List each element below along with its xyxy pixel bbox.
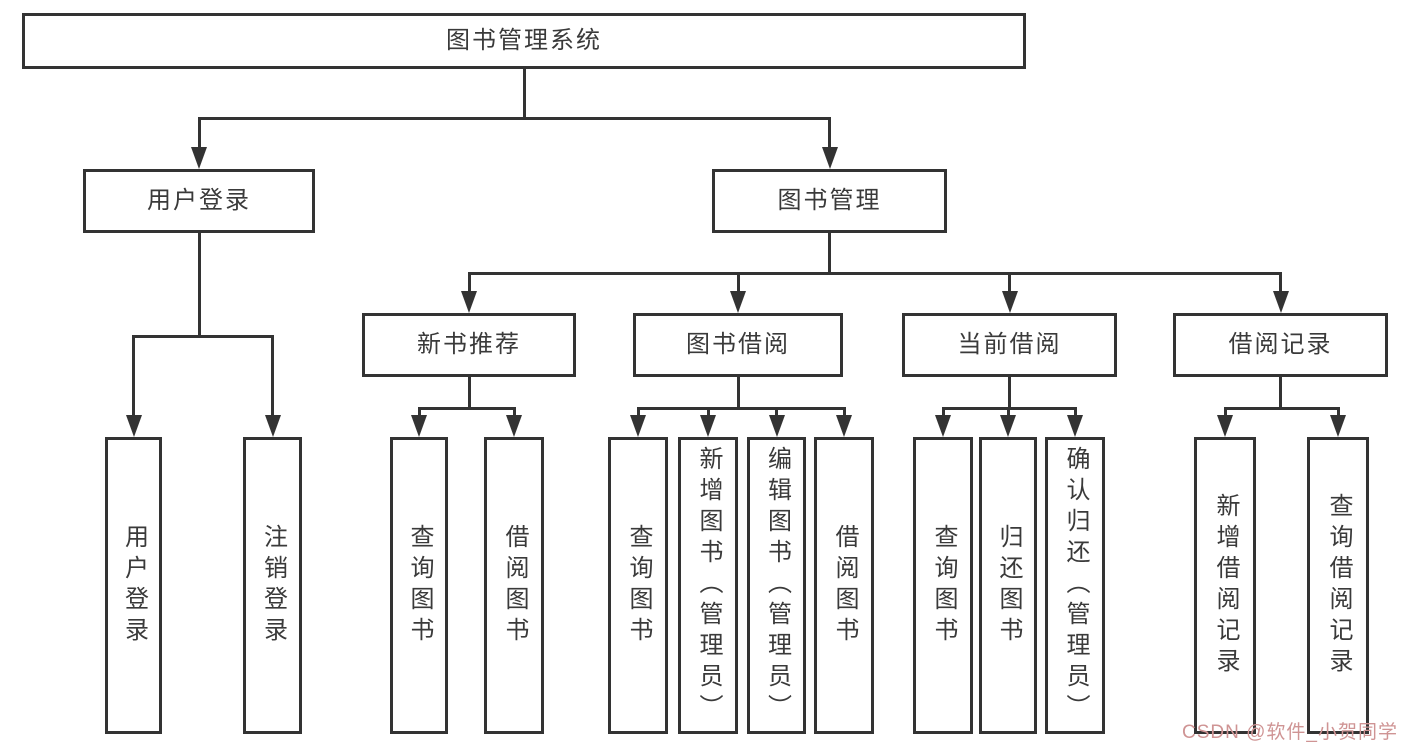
node-leaf-return-book: 归还图书: [979, 437, 1037, 734]
connector-shaft: [132, 335, 135, 415]
arrow-down-icon: [506, 415, 522, 437]
arrow-down-icon: [935, 415, 951, 437]
connector-shaft: [1279, 272, 1282, 291]
connector-rail: [197, 117, 831, 120]
node-borrow-records: 借阅记录: [1173, 313, 1388, 377]
node-leaf-confirm-return: 确认归还（管理员）: [1045, 437, 1105, 734]
connector-shaft: [417, 407, 421, 415]
node-label-leaf-confirm-return: 确认归还（管理员）: [1062, 446, 1089, 725]
node-leaf-borrow-book-b: 借阅图书: [814, 437, 874, 734]
connector-shaft: [828, 117, 831, 147]
node-label-book-borrow: 图书借阅: [686, 331, 790, 358]
arrow-down-icon: [1001, 291, 1018, 313]
node-label-new-book-rec: 新书推荐: [417, 331, 521, 358]
connector-shaft: [842, 407, 846, 415]
node-label-root: 图书管理系统: [446, 27, 602, 54]
node-label-leaf-borrow-book-b: 借阅图书: [831, 523, 858, 648]
arrow-down-icon: [630, 415, 646, 437]
node-label-leaf-add-book: 新增图书（管理员）: [695, 446, 722, 725]
node-label-book-mgmt: 图书管理: [777, 187, 882, 214]
connector-shaft: [1223, 407, 1227, 415]
connector-shaft: [1006, 407, 1010, 415]
arrow-down-icon: [125, 415, 142, 437]
node-label-leaf-logout: 注销登录: [259, 523, 287, 648]
node-leaf-query-book-b: 查询图书: [608, 437, 668, 734]
node-leaf-add-record: 新增借阅记录: [1194, 437, 1256, 734]
connector-stem: [1279, 377, 1282, 410]
node-label-user-login: 用户登录: [147, 187, 251, 214]
connector-shaft: [271, 335, 274, 415]
arrow-down-icon: [1000, 415, 1016, 437]
node-label-leaf-return-book: 归还图书: [995, 523, 1022, 648]
connector-rail: [1223, 407, 1340, 410]
connector-rail: [467, 272, 1282, 275]
connector-shaft: [1008, 272, 1011, 291]
connector-shaft: [775, 407, 778, 415]
node-leaf-logout: 注销登录: [243, 437, 302, 734]
connector-rail: [132, 335, 274, 338]
node-user-login: 用户登录: [83, 169, 315, 233]
node-leaf-query-book-c: 查询图书: [913, 437, 973, 734]
connector-stem: [828, 233, 831, 275]
connector-shaft: [636, 407, 640, 415]
node-leaf-query-book-a: 查询图书: [390, 437, 448, 734]
node-label-leaf-query-book-c: 查询图书: [930, 523, 957, 648]
connector-shaft: [512, 407, 516, 415]
connector-stem: [736, 377, 740, 410]
connector-shaft: [197, 117, 201, 147]
node-label-leaf-user-login: 用户登录: [120, 523, 148, 648]
connector-shaft: [706, 407, 710, 415]
node-new-book-rec: 新书推荐: [362, 313, 576, 377]
arrow-down-icon: [768, 415, 785, 437]
arrow-down-icon: [411, 415, 427, 437]
arrow-down-icon: [1330, 415, 1346, 437]
arrow-down-icon: [461, 291, 477, 313]
watermark: CSDN @软件_小贺同学: [1182, 722, 1398, 743]
node-label-leaf-edit-book: 编辑图书（管理员）: [763, 446, 791, 725]
arrow-down-icon: [700, 415, 716, 437]
arrow-down-icon: [191, 147, 207, 169]
node-leaf-edit-book: 编辑图书（管理员）: [747, 437, 806, 734]
arrow-down-icon: [1067, 415, 1083, 437]
arrow-down-icon: [836, 415, 852, 437]
node-label-leaf-query-book-b: 查询图书: [625, 523, 652, 648]
node-book-mgmt: 图书管理: [712, 169, 947, 233]
connector-rail: [636, 407, 846, 410]
connector-stem: [522, 69, 526, 120]
node-leaf-user-login: 用户登录: [105, 437, 162, 734]
connector-shaft: [467, 272, 471, 291]
node-label-leaf-query-record: 查询借阅记录: [1325, 492, 1352, 679]
node-label-current-borrow: 当前借阅: [957, 331, 1062, 358]
connector-shaft: [941, 407, 945, 415]
connector-stem: [1008, 377, 1011, 410]
connector-rail: [417, 407, 516, 410]
arrow-down-icon: [821, 147, 838, 169]
node-leaf-add-book: 新增图书（管理员）: [678, 437, 738, 734]
connector-shaft: [736, 272, 740, 291]
node-label-leaf-borrow-book-a: 借阅图书: [501, 523, 528, 648]
arrow-down-icon: [1272, 291, 1289, 313]
node-leaf-query-record: 查询借阅记录: [1307, 437, 1369, 734]
connector-shaft: [1336, 407, 1340, 415]
node-root: 图书管理系统: [22, 13, 1026, 69]
node-current-borrow: 当前借阅: [902, 313, 1117, 377]
node-label-leaf-add-record: 新增借阅记录: [1212, 492, 1239, 679]
arrow-down-icon: [1217, 415, 1233, 437]
arrow-down-icon: [730, 291, 746, 313]
connector-stem: [467, 377, 471, 410]
node-book-borrow: 图书借阅: [633, 313, 843, 377]
arrow-down-icon: [264, 415, 281, 437]
connector-stem: [197, 233, 201, 338]
connector-shaft: [1073, 407, 1077, 415]
node-label-borrow-records: 借阅记录: [1228, 331, 1333, 358]
node-leaf-borrow-book-a: 借阅图书: [484, 437, 544, 734]
node-label-leaf-query-book-a: 查询图书: [406, 523, 433, 648]
